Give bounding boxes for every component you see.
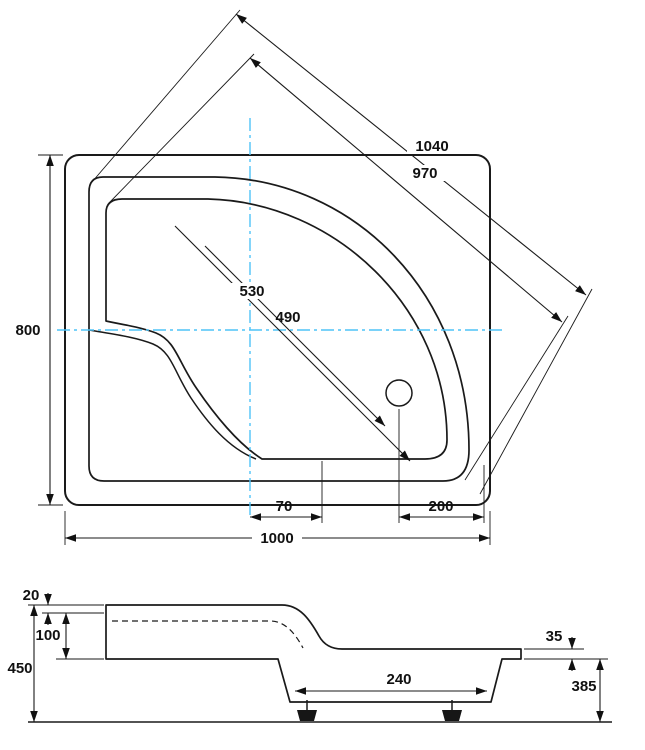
label-backing-530: [231, 283, 273, 299]
dim-label-depth: 800: [15, 322, 40, 339]
dim-label-base-span: 240: [386, 671, 411, 688]
seat-edge-curve: [88, 329, 257, 460]
dim-label-total-height: 450: [7, 660, 32, 677]
label-backing-970: [404, 165, 446, 181]
dim-line-diagonal-inner: [249, 57, 563, 323]
dim-label-diagonal-outer: 1040: [415, 138, 448, 155]
dim-label-body-height: 385: [571, 678, 596, 695]
dim-label-width: 1000: [260, 530, 293, 547]
dim-label-radius-outer: 530: [239, 283, 264, 300]
tray-basin-edge: [105, 198, 448, 460]
label-backing-1000: [252, 530, 302, 546]
dim-label-rim-height: 100: [35, 627, 60, 644]
side-view: 20 100 450 35 385 240: [7, 587, 612, 723]
extension-line-diagonal-4: [464, 315, 569, 481]
label-backing-1040: [407, 138, 457, 154]
foot-left-base: [297, 710, 317, 721]
hidden-seat-edge: [112, 620, 304, 649]
extension-line-diagonal-1: [91, 9, 241, 183]
dim-label-edge-lip: 35: [546, 628, 563, 645]
dim-label-drain-offset: 70: [276, 498, 293, 515]
tray-profile-outline: [105, 604, 522, 703]
foot-left: [297, 700, 317, 721]
top-view: 1040 970 530 490 800 1000 70 200: [15, 9, 593, 547]
dim-label-drain-edge: 200: [428, 498, 453, 515]
foot-right: [442, 700, 462, 721]
drain: [385, 379, 413, 407]
dim-line-radius-outer: [174, 225, 411, 462]
dim-label-radius-inner: 490: [275, 309, 300, 326]
extension-line-diagonal-3: [479, 288, 593, 495]
dim-label-diagonal-inner: 970: [412, 165, 437, 182]
foot-right-base: [442, 710, 462, 721]
dim-line-radius-inner: [204, 245, 386, 427]
dim-label-rim-thickness: 20: [23, 587, 40, 604]
extension-line-diagonal-2: [109, 53, 255, 203]
